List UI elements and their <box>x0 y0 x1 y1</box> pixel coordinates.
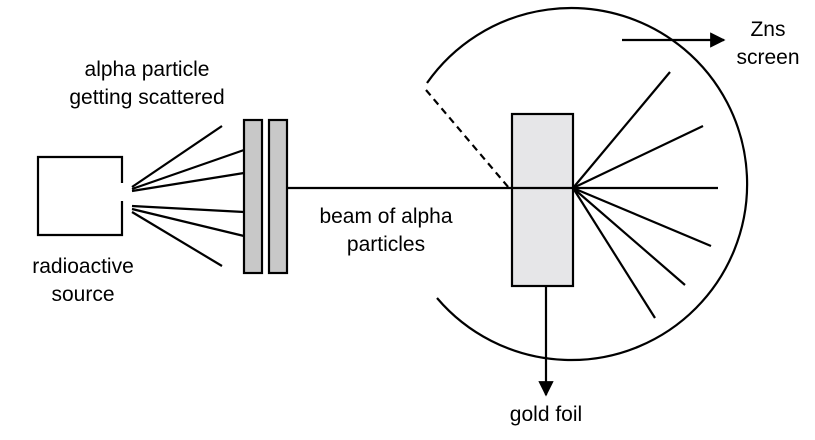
scattered-ray <box>572 71 671 189</box>
label-source-line2: source <box>51 283 115 306</box>
scattered-rays <box>572 71 712 319</box>
label-zns-screen: Zns screen <box>726 16 810 72</box>
label-alpha-scattered: alpha particle getting scattered <box>52 56 242 112</box>
label-gold-foil: gold foil <box>509 403 583 426</box>
zns-screen-arc <box>426 6 749 362</box>
alpha-ray <box>131 125 223 188</box>
label-zns-line2: screen <box>736 46 800 69</box>
collimator-plate-2 <box>267 118 289 275</box>
label-zns-line1: Zns <box>750 18 786 41</box>
alpha-ray <box>131 211 223 267</box>
label-radioactive-source: radioactive source <box>8 253 158 309</box>
scattered-ray <box>572 186 712 248</box>
scattered-ray <box>572 187 656 319</box>
label-alpha-scattered-line1: alpha particle <box>84 58 210 81</box>
alpha-ray <box>131 207 245 238</box>
alpha-ray <box>131 148 245 191</box>
alpha-rays-from-source <box>131 125 245 267</box>
label-beam: beam of alpha particles <box>296 203 476 259</box>
scattered-ray <box>572 125 704 189</box>
radioactive-source-box <box>36 155 124 237</box>
scattered-ray <box>572 187 686 286</box>
alpha-ray <box>131 204 245 214</box>
label-beam-line2: particles <box>346 233 426 256</box>
label-source-line1: radioactive <box>32 255 134 278</box>
collimator-plate-1 <box>242 118 264 275</box>
alpha-ray <box>131 171 245 193</box>
label-beam-line1: beam of alpha <box>319 205 453 228</box>
dashed-trajectory <box>425 89 510 189</box>
gold-foil-rect <box>510 112 575 288</box>
label-alpha-scattered-line2: getting scattered <box>69 86 225 109</box>
